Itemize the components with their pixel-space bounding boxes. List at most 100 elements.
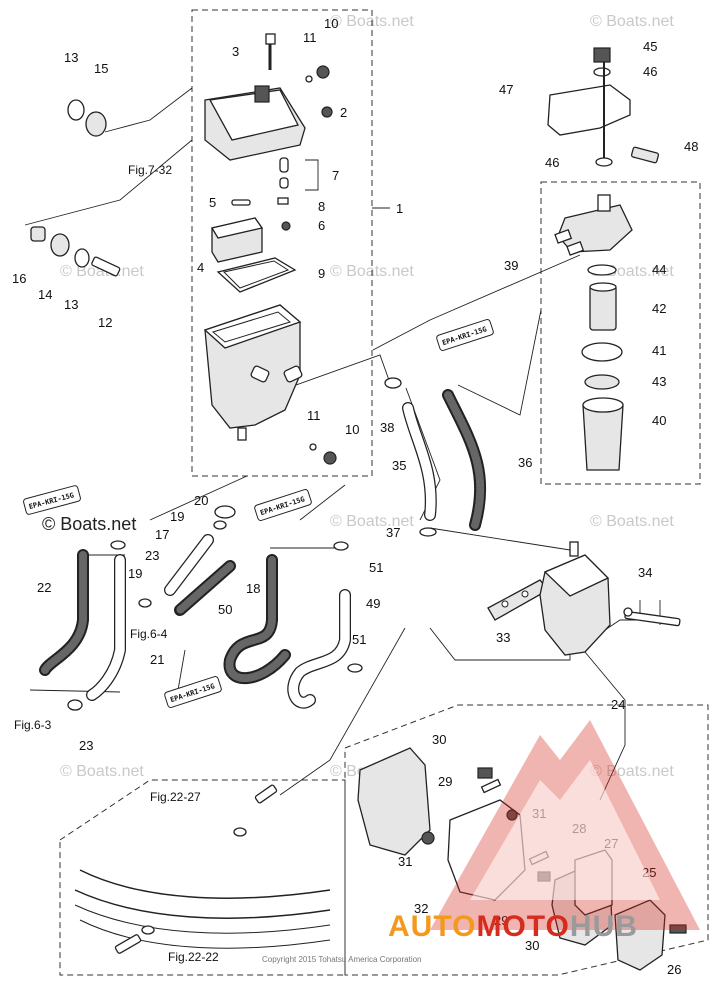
gasket-33 <box>487 579 549 621</box>
screw-30-top <box>477 767 493 779</box>
screw-2 <box>321 106 333 118</box>
clamp-20 <box>214 505 236 519</box>
callout-46: 46 <box>545 155 559 170</box>
callout-31: 31 <box>398 854 412 869</box>
filter-element-42 <box>589 284 617 331</box>
callout-10: 10 <box>345 422 359 437</box>
callout-1: 1 <box>396 201 403 216</box>
callout-6: 6 <box>318 218 325 233</box>
callout-labels: 1 2 3 4 5 6 7 8 9 10 10 11 11 12 13 13 1… <box>12 16 698 977</box>
callout-5: 5 <box>209 195 216 210</box>
ring-43 <box>584 374 620 390</box>
fig-ref-6-3: Fig.6-3 <box>14 718 52 732</box>
callout-21: 21 <box>150 652 164 667</box>
washer-34 <box>623 607 633 617</box>
callout-36: 36 <box>518 455 532 470</box>
filter-element-top <box>589 282 617 292</box>
fitting-22-27 <box>254 784 278 804</box>
callout-50: 50 <box>218 602 232 617</box>
callout-44: 44 <box>652 262 666 277</box>
callout-22: 22 <box>37 580 51 595</box>
callout-47: 47 <box>499 82 513 97</box>
fuel-filter-group-box <box>540 181 701 485</box>
separator-body-opening <box>211 311 292 343</box>
callout-35: 35 <box>392 458 406 473</box>
leader-lines <box>24 87 661 801</box>
callout-4: 4 <box>197 260 204 275</box>
fig-ref-6-4: Fig.6-4 <box>130 627 168 641</box>
callout-29: 29 <box>494 913 508 928</box>
callout-20: 20 <box>194 493 208 508</box>
fitting-22-22 <box>114 934 142 954</box>
plug-10-top <box>316 65 330 79</box>
callout-39: 39 <box>504 258 518 273</box>
engine-detail-box <box>59 779 346 976</box>
callout-13: 13 <box>64 297 78 312</box>
clip-22-27 <box>233 827 247 837</box>
washer-11-bottom <box>309 443 317 451</box>
bracket-47 <box>547 84 631 136</box>
cover-fitting <box>254 85 270 103</box>
watermark: © Boats.net <box>590 513 674 530</box>
callout-23: 23 <box>79 738 93 753</box>
callout-2: 2 <box>340 105 347 120</box>
filter-inlet <box>554 229 573 244</box>
callout-37: 37 <box>386 525 400 540</box>
washer-11-top <box>305 75 313 83</box>
callout-7: 7 <box>332 168 339 183</box>
grommet-13-top <box>67 99 85 121</box>
clip-19-left <box>138 598 152 608</box>
separator-nipple-b <box>283 365 303 383</box>
washer-46-top <box>593 67 611 77</box>
needle-valve-7a <box>279 157 289 173</box>
watermark: © Boats.net <box>590 13 674 30</box>
callout-30: 30 <box>525 938 539 953</box>
separator-drain <box>237 427 247 441</box>
callout-51: 51 <box>369 560 383 575</box>
callout-11: 11 <box>307 408 321 423</box>
callout-41: 41 <box>652 343 666 358</box>
callout-29: 29 <box>438 774 452 789</box>
callout-10: 10 <box>324 16 338 31</box>
callout-11: 11 <box>303 30 317 45</box>
bolt-34 <box>624 610 681 627</box>
grommet-15 <box>85 111 107 137</box>
callout-24: 24 <box>611 697 625 712</box>
watermark-main: © Boats.net <box>42 514 136 534</box>
pump-nipple <box>569 541 579 557</box>
callout-34: 34 <box>638 565 652 580</box>
separator-nipple-a <box>250 365 270 383</box>
check-valve-29-top <box>480 778 502 794</box>
filter-outlet <box>566 241 585 256</box>
callout-8: 8 <box>318 199 325 214</box>
callout-15: 15 <box>94 61 108 76</box>
plug-10-bottom <box>323 451 337 465</box>
pin-8 <box>277 197 289 205</box>
fuel-pump-top <box>543 554 610 597</box>
callout-3: 3 <box>232 44 239 59</box>
fuel-hoses <box>39 389 487 709</box>
screw-6 <box>281 221 291 231</box>
callout-40: 40 <box>652 413 666 428</box>
engine-detail <box>74 784 331 954</box>
nut-31-right <box>506 809 518 821</box>
grommet-14 <box>50 233 70 257</box>
figure-references: Fig.7-32 Fig.6-4 Fig.6-3 Fig.22-27 Fig.2… <box>14 163 219 964</box>
vapor-separator-group-box <box>191 9 373 477</box>
o-ring-41 <box>581 342 623 362</box>
callout-30: 30 <box>432 732 446 747</box>
clip-19-right <box>213 520 227 530</box>
fig-ref-22-22: Fig.22-22 <box>168 950 219 964</box>
clip-23-bottom <box>67 699 83 711</box>
gasket-9-inner <box>223 260 290 289</box>
clip-5 <box>231 199 251 206</box>
callout-46: 46 <box>643 64 657 79</box>
nut-45 <box>593 47 611 63</box>
needle-valve-7b <box>279 177 289 189</box>
callout-43: 43 <box>652 374 666 389</box>
callout-13: 13 <box>64 50 78 65</box>
watermark: © Boats.net <box>330 513 414 530</box>
filter-head-39 <box>557 204 633 253</box>
fuel-filter-assembly <box>547 47 660 471</box>
